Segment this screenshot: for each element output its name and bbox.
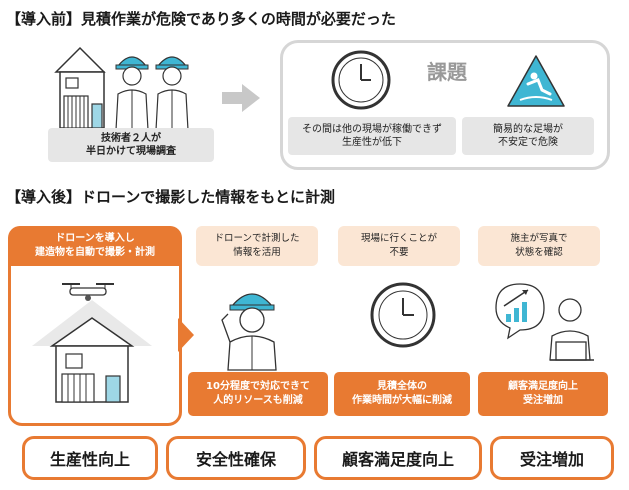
drone-house-illustration <box>32 300 152 403</box>
result-safety: 安全性確保 <box>166 436 306 480</box>
result-orders: 受注増加 <box>490 436 614 480</box>
arrow-right-orange-icon <box>178 318 194 352</box>
step-3-top-line1: 施主が写真で <box>510 233 568 244</box>
fall-hazard-icon <box>507 55 565 107</box>
step-3-top: 施主が写真で状態を確認 <box>478 226 600 266</box>
issue-2: 簡易的な足場が不安定で危険 <box>462 117 594 155</box>
step-3-bottom-line2: 受注増加 <box>523 395 563 406</box>
drone-line1: ドローンを導入し <box>55 233 135 244</box>
issue-2-line1: 簡易的な足場が <box>493 124 563 135</box>
step-1-bottom-line2: 人的リソースも削減 <box>213 395 303 406</box>
drone-header: ドローンを導入し建造物を自動で撮影・計測 <box>8 226 182 266</box>
clock-icon <box>331 50 391 110</box>
before-title: 【導入前】見積作業が危険であり多くの時間が必要だった <box>6 10 396 28</box>
step-3-bottom-line1: 顧客満足度向上 <box>508 381 578 392</box>
worker-note: 技術者２人が半日かけて現場調査 <box>48 128 214 162</box>
clock-icon-2 <box>370 282 436 348</box>
drone-line2: 建造物を自動で撮影・計測 <box>35 247 155 258</box>
step-1-bottom: 10分程度で対応できて人的リソースも削減 <box>188 372 328 416</box>
step-3-top-line2: 状態を確認 <box>515 247 563 258</box>
issue-1: その間は他の現場が稼働できず生産性が低下 <box>288 117 456 155</box>
arrow-right-icon <box>222 84 260 112</box>
step-1-top-line1: ドローンで計測した <box>214 233 300 244</box>
issue-1-line1: その間は他の現場が稼働できず <box>302 124 442 135</box>
step-2-top: 現場に行くことが不要 <box>338 226 460 266</box>
house-illustration <box>54 46 106 129</box>
issue-2-line2: 不安定で危険 <box>498 137 558 148</box>
drone-icon <box>62 283 114 301</box>
step-2-bottom-line2: 作業時間が大幅に削減 <box>352 395 452 406</box>
worker-note-line1: 技術者２人が <box>101 133 161 144</box>
issues-title: 課題 <box>427 60 467 84</box>
step-1-bottom-line1: 10分程度で対応できて <box>206 381 310 392</box>
workers-illustration <box>115 56 189 131</box>
step-2-top-line2: 不要 <box>389 247 409 258</box>
step-2-bottom-line1: 見積全体の <box>377 381 427 392</box>
step-1-top-line2: 情報を活用 <box>233 247 281 258</box>
worker-note-line2: 半日かけて現場調査 <box>86 146 176 157</box>
issue-1-line2: 生産性が低下 <box>342 137 402 148</box>
after-title: 【導入後】ドローンで撮影した情報をもとに計測 <box>6 188 335 206</box>
client-illustration <box>495 283 594 361</box>
result-productivity: 生産性向上 <box>22 436 158 480</box>
step-2-bottom: 見積全体の作業時間が大幅に削減 <box>334 372 470 416</box>
step-1-top: ドローンで計測した情報を活用 <box>196 226 318 266</box>
step-3-bottom: 顧客満足度向上受注増加 <box>478 372 608 416</box>
result-satisfaction: 顧客満足度向上 <box>314 436 482 480</box>
worker-illustration <box>221 293 277 371</box>
step-2-top-line1: 現場に行くことが <box>360 233 437 244</box>
